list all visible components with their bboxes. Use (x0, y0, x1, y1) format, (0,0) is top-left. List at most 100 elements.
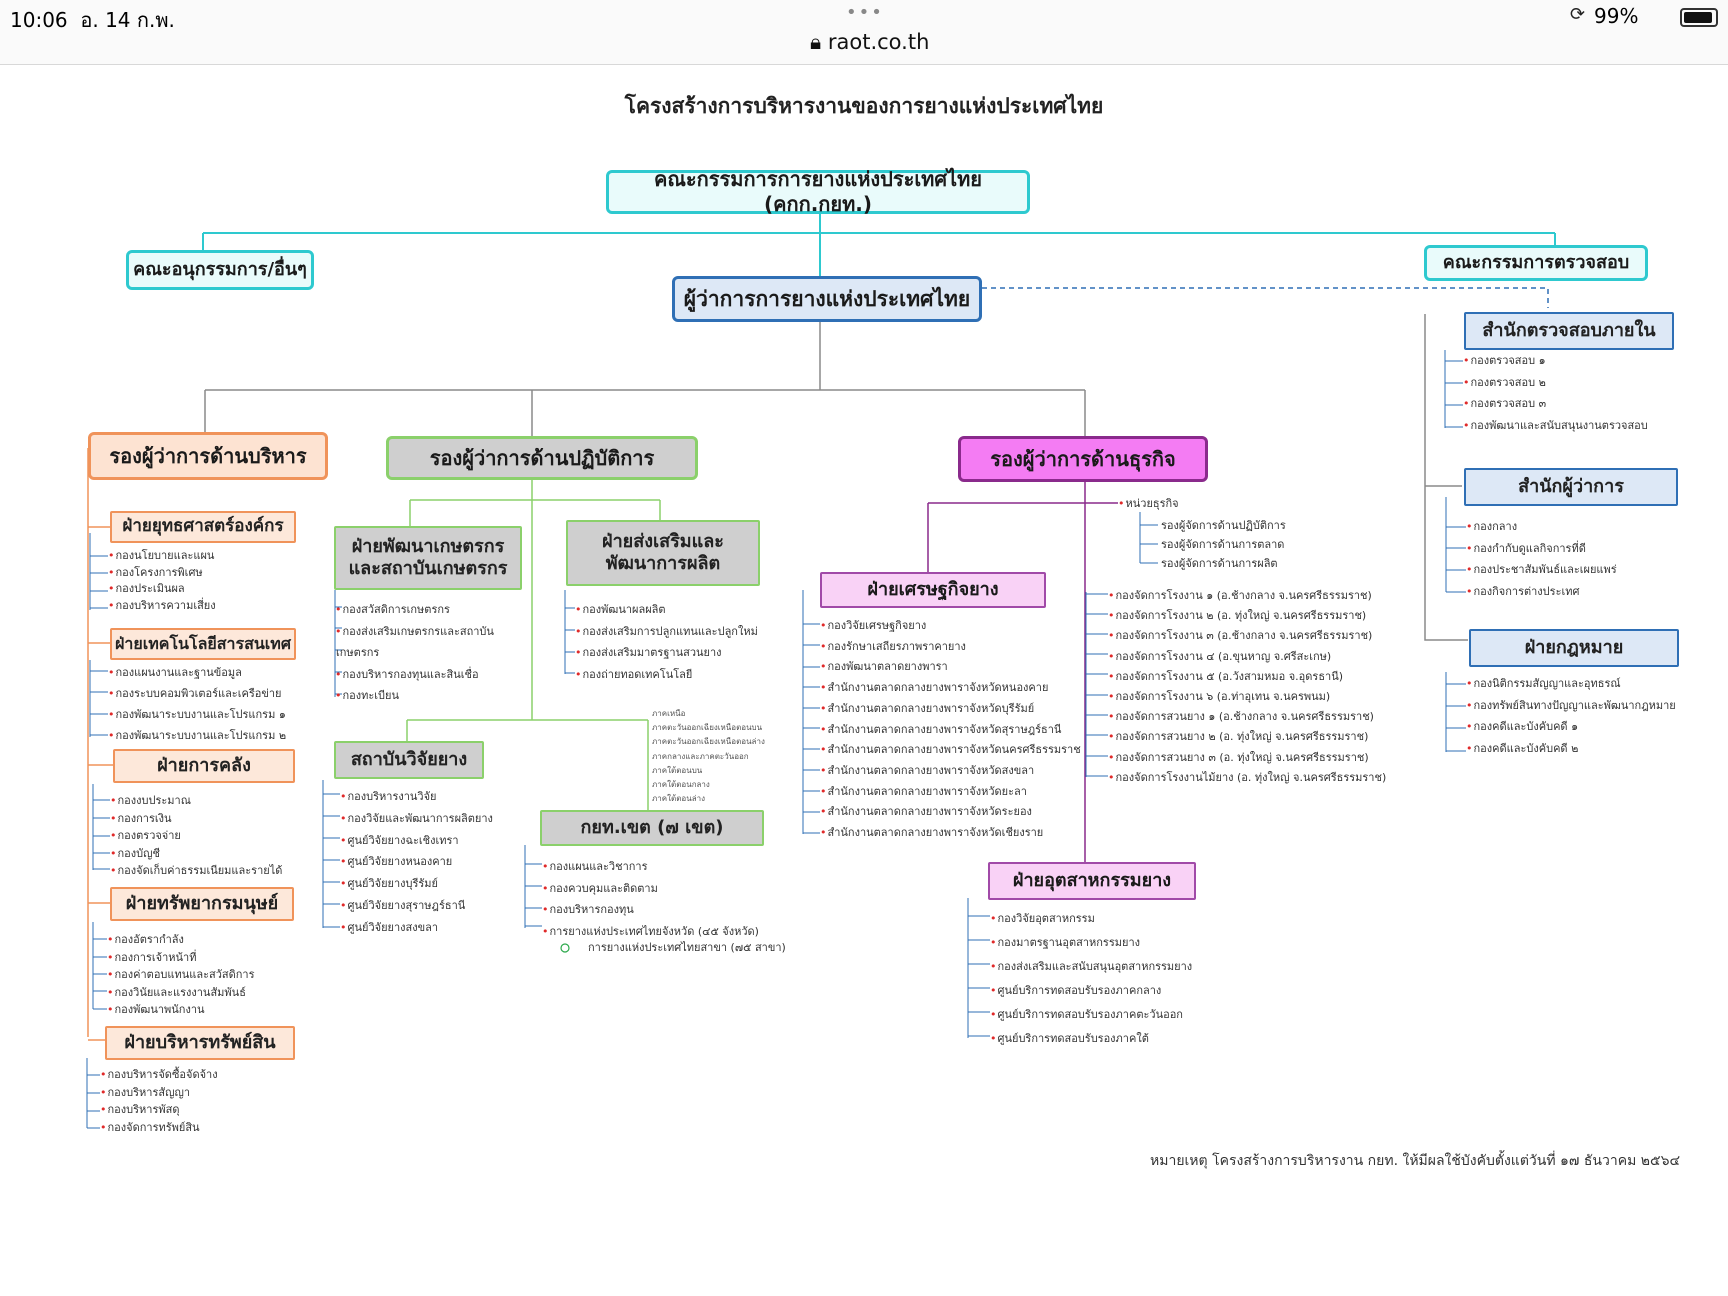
list-item: ศูนย์วิจัยยางหนองคาย (340, 851, 493, 873)
list-item: กองกลาง (1466, 519, 1617, 536)
list-item: กองส่งเสริมมาตรฐานสวนยาง (575, 642, 758, 664)
battery-percent: 99% (1594, 4, 1639, 28)
list-item: สำนักงานตลาดกลางยางพาราจังหวัดนครศรีธรรม… (820, 740, 1081, 761)
governor-office-box: สำนักผู้ว่าการ (1464, 468, 1678, 506)
list-item: ศูนย์วิจัยยางบุรีรัมย์ (340, 873, 493, 895)
list-item: กองแผนงานและฐานข้อมูล (108, 662, 286, 683)
address-bar[interactable]: 🔒︎ raot.co.th (810, 30, 929, 55)
governor-office-list: กองกลาง กองกำกับดูแลกิจการที่ดี กองประชา… (1466, 519, 1617, 600)
factories-list: กองจัดการโรงงาน ๑ (อ.ช้างกลาง จ.นครศรีธร… (1108, 586, 1387, 788)
list-item: กองตรวจสอบ ๒ (1463, 375, 1648, 392)
list-item: กองจัดการสวนยาง ๓ (อ. ทุ่งใหญ่ จ.นครศรีธ… (1108, 748, 1386, 768)
list-item: กองตรวจจ่าย (110, 827, 282, 845)
production-list: กองพัฒนาผลผลิต กองส่งเสริมการปลูกแทนและป… (575, 599, 758, 685)
research-list: กองบริหารงานวิจัย กองวิจัยและพัฒนาการผลิ… (340, 786, 493, 939)
page-title: โครงสร้างการบริหารงานของการยางแห่งประเทศ… (624, 94, 1104, 118)
list-item: กองค่าตอบแทนและสวัสดิการ (107, 966, 255, 984)
regions-note: ภาคเหนือ ภาคตะวันออกเฉียงเหนือตอนบน ภาคต… (652, 707, 765, 806)
list-item: กองจัดการสวนยาง ๑ (อ.ช้างกลาง จ.นครศรีธร… (1108, 707, 1386, 727)
list-item: กองการเงิน (110, 810, 282, 828)
list-item: กองคดีและบังคับคดี ๒ (1466, 741, 1676, 758)
business-unit-list: รองผู้จัดการด้านปฏิบัติการ รองผู้จัดการด… (1160, 516, 1286, 573)
division-list: กองบริหารจัดซื้อจัดจ้าง กองบริหารสัญญา ก… (100, 1066, 218, 1136)
list-item: กองจัดการโรงงาน ๒ (อ. ทุ่งใหญ่ จ.นครศรีธ… (1108, 606, 1386, 626)
url-text: raot.co.th (827, 30, 930, 54)
list-item: สำนักงานตลาดกลางยางพาราจังหวัดเชียงราย (820, 823, 1081, 844)
region-label: ภาคใต้ตอนล่าง (652, 794, 705, 804)
list-item: ศูนย์วิจัยยางสุราษฎร์ธานี (340, 895, 493, 917)
region-label: ภาคกลางและภาคตะวันออก (652, 751, 749, 761)
list-item: กองพัฒนาระบบงานและโปรแกรม ๑ (108, 704, 286, 725)
list-item: กองบริหารกองทุนและสินเชื่อ (335, 664, 494, 686)
status-time: 10:06 อ. 14 ก.พ. (10, 8, 175, 32)
industry-box: ฝ่ายอุตสาหกรรมยาง (988, 862, 1196, 900)
list-item: สำนักงานตลาดกลางยางพาราจังหวัดสงขลา (820, 761, 1081, 782)
list-item: กองกิจการต่างประเทศ (1466, 584, 1617, 601)
list-item: กองควบคุมและติดตาม (542, 878, 759, 900)
list-item: กองสวัสดิการเกษตรกร (335, 599, 494, 621)
list-item: กองจัดการทรัพย์สิน (100, 1119, 218, 1137)
orientation-lock-icon: ⟳ (1570, 4, 1586, 25)
list-item: รองผู้จัดการด้านการผลิต (1161, 557, 1278, 570)
branch-label: การยางแห่งประเทศไทยสาขา (๗๕ สาขา) (587, 940, 786, 957)
list-item: กองวิจัยอุตสาหกรรม (990, 907, 1192, 931)
list-item: กองมาตรฐานอุตสาหกรรมยาง (990, 931, 1192, 955)
list-item: การยางแห่งประเทศไทยสาขา (๗๕ สาขา) (588, 941, 786, 954)
zones-list: กองแผนและวิชาการ กองควบคุมและติดตาม กองบ… (542, 856, 759, 942)
division-list: กองงบประมาณ กองการเงิน กองตรวจจ่าย กองบั… (110, 792, 283, 880)
list-item: กองประเมินผล (108, 581, 216, 598)
lock-icon: 🔒︎ (810, 30, 822, 54)
list-item: กองบริหารจัดซื้อจัดจ้าง (100, 1066, 218, 1084)
division-list: กองอัตรากำลัง กองการเจ้าหน้าที่ กองค่าตอ… (107, 931, 255, 1019)
list-item: กองบริหารกองทุน (542, 899, 759, 921)
list-item: กองถ่ายทอดเทคโนโลยี (575, 664, 758, 686)
list-item: กองพัฒนาผลผลิต (575, 599, 758, 621)
farmer-dev-list: กองสวัสดิการเกษตรกร กองส่งเสริมเกษตรกรแล… (335, 599, 494, 707)
internal-audit-list: กองตรวจสอบ ๑ กองตรวจสอบ ๒ กองตรวจสอบ ๓ ก… (1463, 353, 1648, 434)
list-item: กองจัดการโรงงาน ๕ (อ.วังสามหมอ จ.อุดรธาน… (1108, 667, 1386, 687)
division-box: ฝ่ายการคลัง (113, 749, 295, 783)
subcommittee-box: คณะอนุกรรมการ/อื่นๆ (126, 250, 314, 290)
list-item: กองการเจ้าหน้าที่ (107, 949, 255, 967)
list-item: กองทรัพย์สินทางปัญญาและพัฒนากฎหมาย (1466, 698, 1676, 715)
division-box: ฝ่ายเทคโนโลยีสารสนเทศ (110, 628, 296, 660)
box-title-line: ฝ่ายพัฒนาเกษตรกร (351, 535, 505, 557)
list-item: กองวินัยและแรงงานสัมพันธ์ (107, 984, 255, 1002)
list-item: กองบัญชี (110, 845, 282, 863)
list-item: กองส่งเสริมและสนับสนุนอุตสาหกรรมยาง (990, 955, 1193, 979)
list-item: กองตรวจสอบ ๓ (1463, 396, 1648, 413)
list-item: กองบริหารความเสี่ยง (108, 598, 216, 615)
list-item: ศูนย์บริการทดสอบรับรองภาคตะวันออก (990, 1003, 1192, 1027)
list-item: กองโครงการพิเศษ (108, 565, 216, 582)
list-item: กองทะเบียน (335, 685, 494, 707)
list-item: สำนักงานตลาดกลางยางพาราจังหวัดหนองคาย (820, 678, 1081, 699)
division-list: กองแผนงานและฐานข้อมูล กองระบบคอมพิวเตอร์… (108, 662, 287, 746)
list-item-continuation: เกษตรกร (336, 646, 380, 659)
industry-list: กองวิจัยอุตสาหกรรม กองมาตรฐานอุตสาหกรรมย… (990, 907, 1193, 1051)
legal-list: กองนิติกรรมสัญญาและอุทธรณ์ กองทรัพย์สินท… (1466, 676, 1676, 757)
internal-audit-box: สำนักตรวจสอบภายใน (1464, 312, 1674, 350)
list-item: รองผู้จัดการด้านปฏิบัติการ (1161, 519, 1286, 532)
list-item: กองตรวจสอบ ๑ (1463, 353, 1648, 370)
farmer-dev-box: ฝ่ายพัฒนาเกษตรกร และสถาบันเกษตรกร (334, 526, 522, 590)
region-label: ภาคตะวันออกเฉียงเหนือตอนล่าง (652, 737, 765, 747)
list-item: กองงบประมาณ (110, 792, 282, 810)
list-item: กองส่งเสริมเกษตรกรและสถาบัน (335, 621, 494, 643)
deputy-ops-box: รองผู้ว่าการด้านปฏิบัติการ (386, 436, 698, 480)
list-item: กองวิจัยเศรษฐกิจยาง (820, 616, 1081, 637)
production-box: ฝ่ายส่งเสริมและ พัฒนาการผลิต (566, 520, 760, 586)
list-item: กองพัฒนาพนักงาน (107, 1001, 255, 1019)
more-dots-icon[interactable]: ••• (846, 2, 884, 23)
list-item: กองอัตรากำลัง (107, 931, 255, 949)
economics-box: ฝ่ายเศรษฐกิจยาง (820, 572, 1046, 608)
deputy-business-box: รองผู้ว่าการด้านธุรกิจ (958, 436, 1208, 482)
division-box: ฝ่ายทรัพยากรมนุษย์ (110, 887, 294, 921)
audit-committee-box: คณะกรรมการตรวจสอบ (1424, 245, 1648, 281)
list-item: กองกำกับดูแลกิจการที่ดี (1466, 541, 1617, 558)
box-title-line: พัฒนาการผลิต (605, 553, 721, 574)
list-item: กองจัดการโรงงาน ๔ (อ.ขุนหาญ จ.ศรีสะเกษ) (1108, 647, 1386, 667)
list-item: กองประชาสัมพันธ์และเผยแพร่ (1466, 562, 1617, 579)
list-item: สำนักงานตลาดกลางยางพาราจังหวัดสุราษฎร์ธา… (820, 720, 1081, 741)
list-item: สำนักงานตลาดกลางยางพาราจังหวัดยะลา (820, 782, 1081, 803)
list-item: ศูนย์วิจัยยางสงขลา (340, 917, 493, 939)
